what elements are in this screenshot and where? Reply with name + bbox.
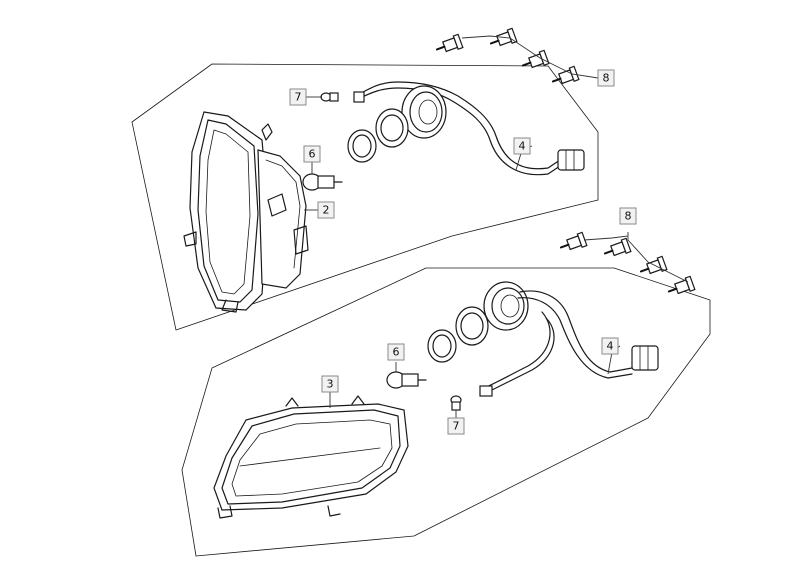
wiring-harness-lower (479, 281, 659, 397)
small-bulb-upper (320, 92, 339, 102)
callout-7-top: 7 (289, 88, 307, 106)
headlight-housing-upper (183, 111, 309, 313)
callout-7-bottom-label: 7 (453, 420, 460, 433)
upper-assembly-frame (131, 63, 599, 331)
callout-4-top: 4 (513, 137, 531, 155)
callout-4-top-label: 4 (519, 140, 526, 153)
bulb-6-upper (302, 173, 343, 191)
leader-8-top (461, 35, 599, 79)
callout-6-top: 6 (303, 145, 321, 163)
lower-assembly-frame (181, 267, 711, 557)
callout-6-bottom-label: 6 (393, 346, 400, 359)
callout-4-bottom: 4 (601, 337, 619, 355)
seal-rings-upper (347, 108, 409, 163)
callout-8-top-label: 8 (603, 72, 610, 85)
small-bulb-lower (450, 395, 462, 411)
callout-7-top-label: 7 (295, 91, 302, 104)
callout-3: 3 (321, 375, 339, 393)
callout-3-label: 3 (327, 378, 334, 391)
bulb-6-lower (386, 371, 427, 389)
callout-7-bottom: 7 (447, 417, 465, 435)
callout-6-bottom: 6 (387, 343, 405, 361)
callout-4-bottom-label: 4 (607, 340, 614, 353)
callout-8-top: 8 (597, 69, 615, 87)
wiring-harness-upper (353, 81, 585, 176)
callout-2: 2 (317, 201, 335, 219)
callout-6-top-label: 6 (309, 148, 316, 161)
seal-rings-lower (427, 306, 489, 363)
headlight-housing-lower (213, 395, 409, 519)
callout-2-label: 2 (323, 204, 330, 217)
callout-8-bottom: 8 (619, 207, 637, 225)
leader-8-bottom (583, 232, 689, 283)
callout-8-bottom-label: 8 (625, 210, 632, 223)
